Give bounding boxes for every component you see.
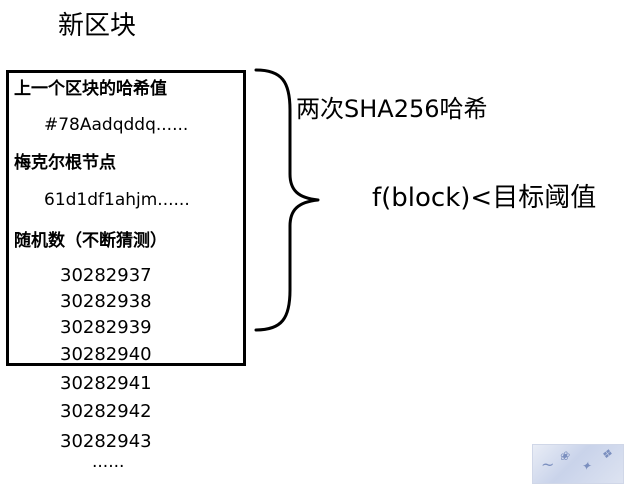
block-box <box>6 70 246 366</box>
nonce-label: 随机数（不断猜测） <box>14 231 167 251</box>
nonce-item: 30282939 <box>60 317 152 338</box>
nonce-item: 30282938 <box>60 291 152 312</box>
nonce-item: 30282942 <box>60 401 152 422</box>
page-title: 新区块 <box>58 11 137 41</box>
site-watermark-logo: ~ ❀ ✦ ❖ <box>532 444 624 484</box>
merkle-root-label: 梅克尔根节点 <box>14 153 116 173</box>
target-condition: f(block)<目标阈值 <box>372 183 597 213</box>
nonce-item: 30282943 <box>60 431 152 452</box>
nonce-ellipsis: ...... <box>92 452 125 472</box>
nonce-item: 30282941 <box>60 373 152 394</box>
double-sha256-label: 两次SHA256哈希 <box>296 95 488 123</box>
nonce-item: 30282937 <box>60 265 152 286</box>
merkle-root-value: 61d1df1ahjm...... <box>44 190 190 210</box>
nonce-item: 30282940 <box>60 344 152 365</box>
prev-hash-label: 上一个区块的哈希值 <box>14 79 167 99</box>
right-curly-brace-icon <box>254 68 320 332</box>
prev-hash-value: #78Aadqddq...... <box>44 115 189 135</box>
